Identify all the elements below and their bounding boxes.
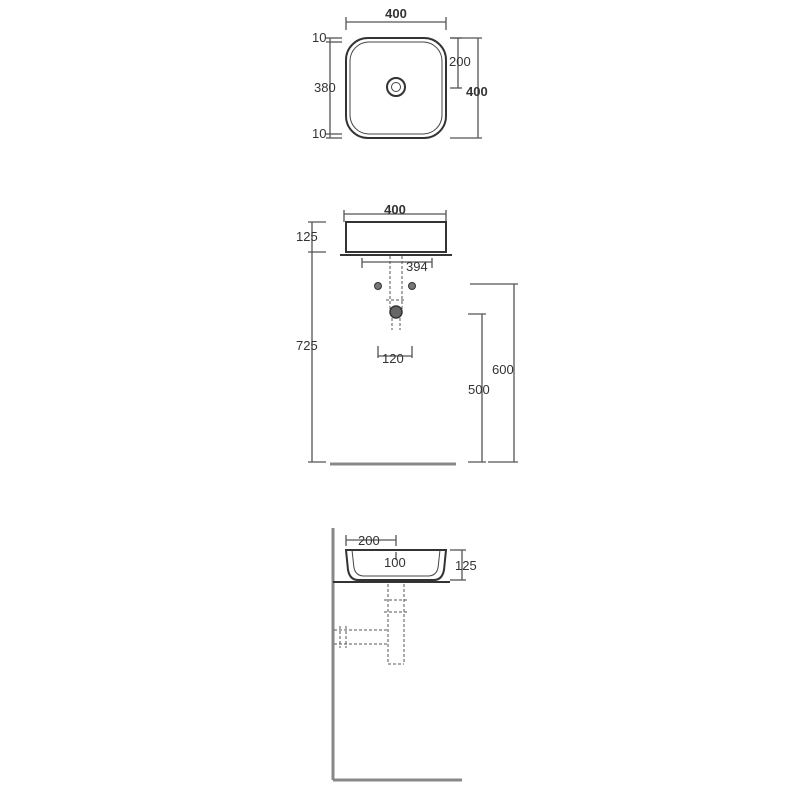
front-base-label: 394 bbox=[406, 259, 428, 274]
basin-top-inner-rim bbox=[349, 41, 443, 135]
basin-side-inner bbox=[351, 549, 441, 577]
top-inner-label: 380 bbox=[314, 80, 336, 95]
basin-side-profile bbox=[344, 549, 448, 581]
side-half-width-label: 200 bbox=[358, 533, 380, 548]
top-view: 400 200 400 10 380 10 bbox=[312, 6, 488, 141]
fixing-right-icon bbox=[408, 282, 416, 290]
top-half-depth-label: 200 bbox=[449, 54, 471, 69]
front-width-label: 400 bbox=[384, 202, 406, 217]
top-depth-label: 400 bbox=[466, 84, 488, 99]
basin-front-body bbox=[345, 221, 447, 253]
drain-inner-icon bbox=[391, 82, 401, 92]
front-overall-height-label: 725 bbox=[296, 338, 318, 353]
fixing-left-icon bbox=[374, 282, 382, 290]
top-margin-bottom-label: 10 bbox=[312, 126, 326, 141]
front-view: 400 394 120 125 725 bbox=[296, 202, 518, 466]
drain-outer-icon bbox=[386, 77, 406, 97]
siphon-trap bbox=[334, 584, 408, 665]
top-width-label: 400 bbox=[385, 6, 407, 21]
waste-outlet-icon bbox=[389, 305, 403, 319]
side-view: 200 100 125 bbox=[331, 528, 477, 782]
front-waste-height-label: 500 bbox=[468, 382, 490, 397]
top-margin-top-label: 10 bbox=[312, 30, 326, 45]
basin-top-outline bbox=[345, 37, 447, 139]
front-height-label: 125 bbox=[296, 229, 318, 244]
side-height-label: 125 bbox=[455, 558, 477, 573]
front-fixing-label: 120 bbox=[382, 351, 404, 366]
side-waste-offset-label: 100 bbox=[384, 555, 406, 570]
front-mount-height-label: 600 bbox=[492, 362, 514, 377]
